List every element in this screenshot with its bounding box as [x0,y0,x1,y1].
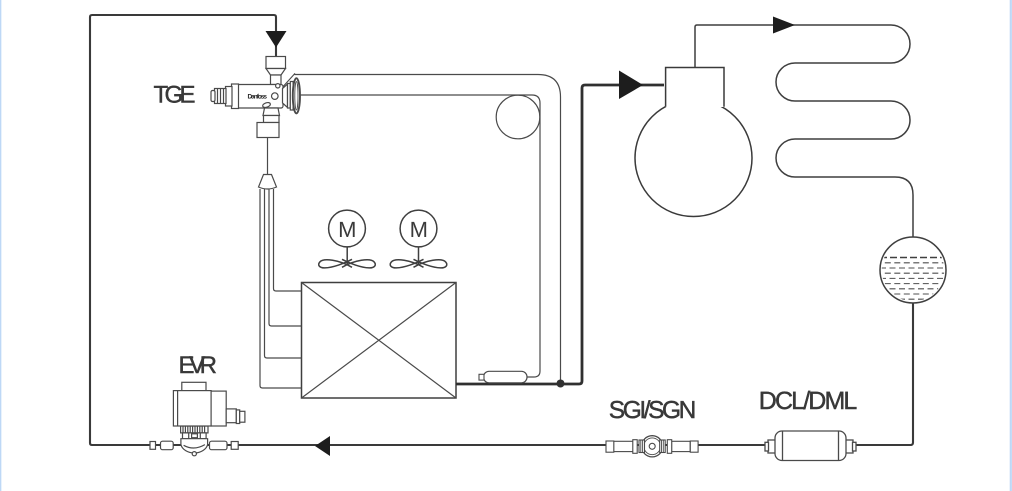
svg-text:M: M [410,217,428,242]
svg-text:TGE: TGE [154,82,196,109]
svg-text:EVR: EVR [179,352,218,379]
svg-text:Danfoss: Danfoss [248,94,268,101]
svg-text:SGI/SGN: SGI/SGN [609,397,697,424]
svg-text:DCL/DML: DCL/DML [759,387,858,415]
svg-text:M: M [338,217,356,242]
